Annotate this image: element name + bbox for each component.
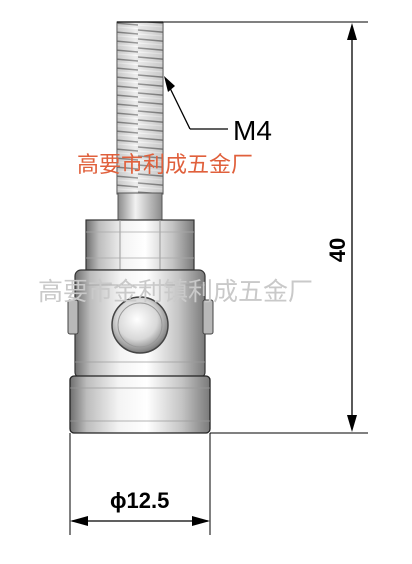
- callout-arrowhead: [164, 76, 175, 92]
- dimension-arrow-top: [347, 23, 357, 40]
- dimension-arrow-bottom: [347, 415, 357, 432]
- dimension-arrow-left: [70, 516, 88, 526]
- stud-neck: [117, 192, 163, 222]
- dimension-arrow-right: [192, 516, 210, 526]
- diameter-label: ϕ12.5: [110, 488, 169, 513]
- watermark-red: 高要市利成五金厂: [77, 153, 253, 178]
- diameter-dimension: [69, 433, 211, 535]
- cross-hole: [111, 296, 169, 354]
- thread-size-label: M4: [233, 115, 272, 146]
- thread-callout: [164, 76, 228, 130]
- threaded-stud: [116, 21, 164, 195]
- bottom-sleeve: [69, 375, 211, 434]
- length-label: 40: [325, 238, 350, 262]
- length-dimension: [160, 21, 368, 434]
- top-collar: [85, 219, 195, 271]
- watermark-grey: 高要市金利镇利成五金厂: [38, 277, 313, 306]
